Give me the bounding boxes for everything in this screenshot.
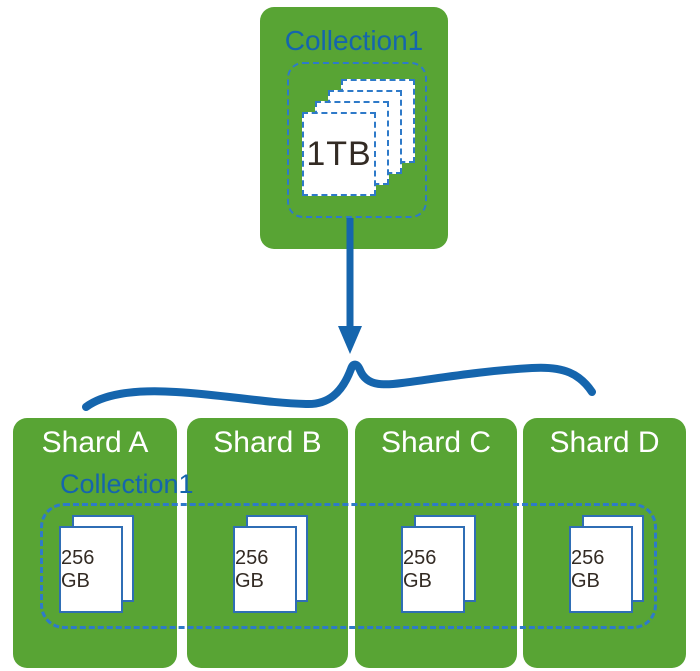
shard-d-storage-label: 256 GB bbox=[571, 546, 605, 592]
pair-page-front: 256 GB bbox=[233, 526, 297, 613]
shard-b-title: Shard B bbox=[213, 426, 322, 459]
shard-c-storage-label: 256 GB bbox=[403, 546, 437, 592]
collection-box: Collection1 1TB bbox=[260, 7, 448, 249]
shard-d-title: Shard D bbox=[549, 426, 660, 459]
pair-page-front: 256 GB bbox=[569, 526, 633, 613]
shard-a-storage-label: 256 GB bbox=[61, 546, 95, 592]
pair-page-front: 256 GB bbox=[401, 526, 465, 613]
collection-title: Collection1 bbox=[284, 25, 424, 56]
arrow-down-icon bbox=[338, 218, 362, 354]
stack-page-front: 1TB bbox=[302, 112, 376, 196]
shard-b-storage-label: 256 GB bbox=[235, 546, 269, 592]
curly-brace-icon bbox=[82, 360, 596, 411]
shard-c-title: Shard C bbox=[380, 426, 492, 459]
collection-docs-outline bbox=[287, 62, 427, 218]
pair-page-front: 256 GB bbox=[59, 526, 123, 613]
shard-a-title: Shard A bbox=[41, 426, 149, 459]
shard-collection-outline bbox=[40, 503, 657, 629]
shard-collection-title: Collection1 bbox=[60, 469, 194, 499]
collection-storage-label: 1TB bbox=[306, 134, 372, 173]
